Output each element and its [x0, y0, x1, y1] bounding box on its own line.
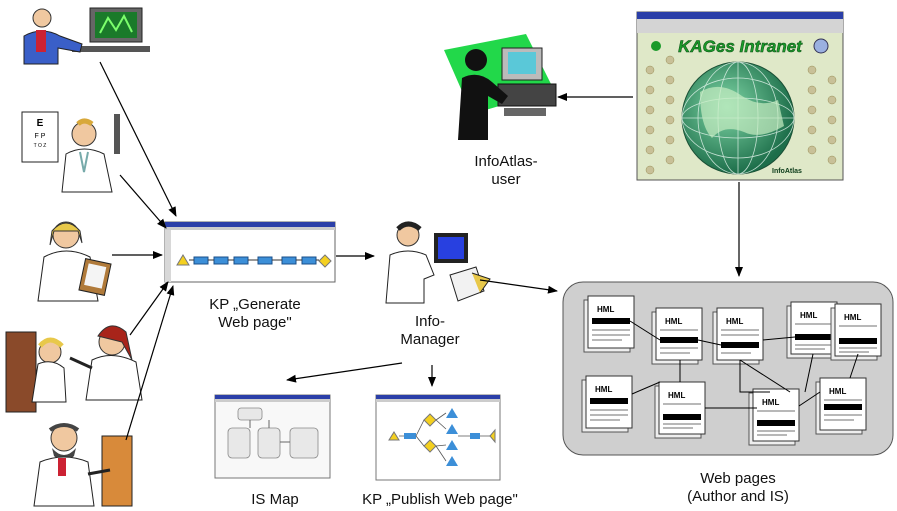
web-page-doc-5: HML [830, 303, 882, 361]
svg-text:HML: HML [595, 385, 612, 394]
doctor-at-desk-icon [33, 423, 133, 507]
intranet-footer: InfoAtlas [772, 168, 802, 175]
web-page-doc-9: HML [815, 377, 867, 435]
infoatlas-user-label-line-1: InfoAtlas- [474, 153, 538, 170]
kp-publish-process-screenshot [375, 394, 501, 481]
info-manager-label: Info- Manager [385, 313, 475, 349]
web-pages-label: Web pages (Author and IS) [658, 470, 818, 506]
svg-text:T O Z: T O Z [34, 143, 47, 149]
infoatlas-user-at-computer-icon [444, 34, 557, 140]
web-page-doc-4: HML [786, 301, 838, 359]
intranet-title: KAGes Intranet [678, 37, 803, 56]
web-pages-label-line-2: (Author and IS) [687, 488, 789, 505]
arrows [99, 61, 743, 441]
web-pages-label-line-1: Web pages [700, 470, 776, 487]
kp-publish-label: KP „Publish Web page" [362, 491, 518, 508]
svg-text:F P: F P [35, 133, 46, 140]
svg-text:E: E [37, 118, 44, 129]
info-manager-label-line-1: Info- [414, 313, 445, 330]
svg-text:HML: HML [762, 398, 779, 407]
web-page-doc-8: HML [748, 388, 800, 446]
svg-text:HML: HML [800, 311, 817, 320]
svg-text:HML: HML [829, 387, 846, 396]
infoatlas-user-label-line-2: user [491, 171, 521, 188]
kp-generate-label-line-2: Web page" [218, 314, 292, 331]
infoatlas-user-label: InfoAtlas- user [456, 153, 556, 189]
info-manager-at-computer-icon [385, 221, 491, 304]
kages-intranet-screenshot: KAGes Intranet InfoAtlas [636, 11, 844, 181]
web-page-doc-7: HML [654, 381, 706, 439]
svg-text:HML: HML [597, 305, 614, 314]
info-manager-label-line-2: Manager [400, 331, 460, 348]
is-map-screenshot [214, 394, 331, 479]
svg-text:HML: HML [844, 313, 861, 322]
nurse-with-clipboard-icon [37, 221, 112, 302]
doctor-with-eye-chart-icon: E F P T O Z [21, 111, 120, 193]
web-page-doc-1: HML [583, 295, 635, 353]
svg-text:HML: HML [668, 391, 685, 400]
kp-generate-label-line-1: KP „Generate [209, 296, 301, 313]
svg-text:HML: HML [665, 317, 682, 326]
is-map-label: IS Map [251, 491, 299, 508]
web-page-doc-3: HML [712, 307, 764, 365]
kp-generate-process-screenshot [164, 221, 336, 283]
web-page-doc-6: HML [581, 375, 633, 433]
web-pages-panel: HML HML HML HML HML [562, 281, 894, 456]
person-at-computer-icon [23, 7, 150, 65]
doctor-examining-child-icon [5, 325, 143, 413]
svg-text:HML: HML [726, 317, 743, 326]
kp-generate-label: KP „Generate Web page" [195, 296, 315, 332]
web-page-doc-2: HML [651, 307, 703, 365]
